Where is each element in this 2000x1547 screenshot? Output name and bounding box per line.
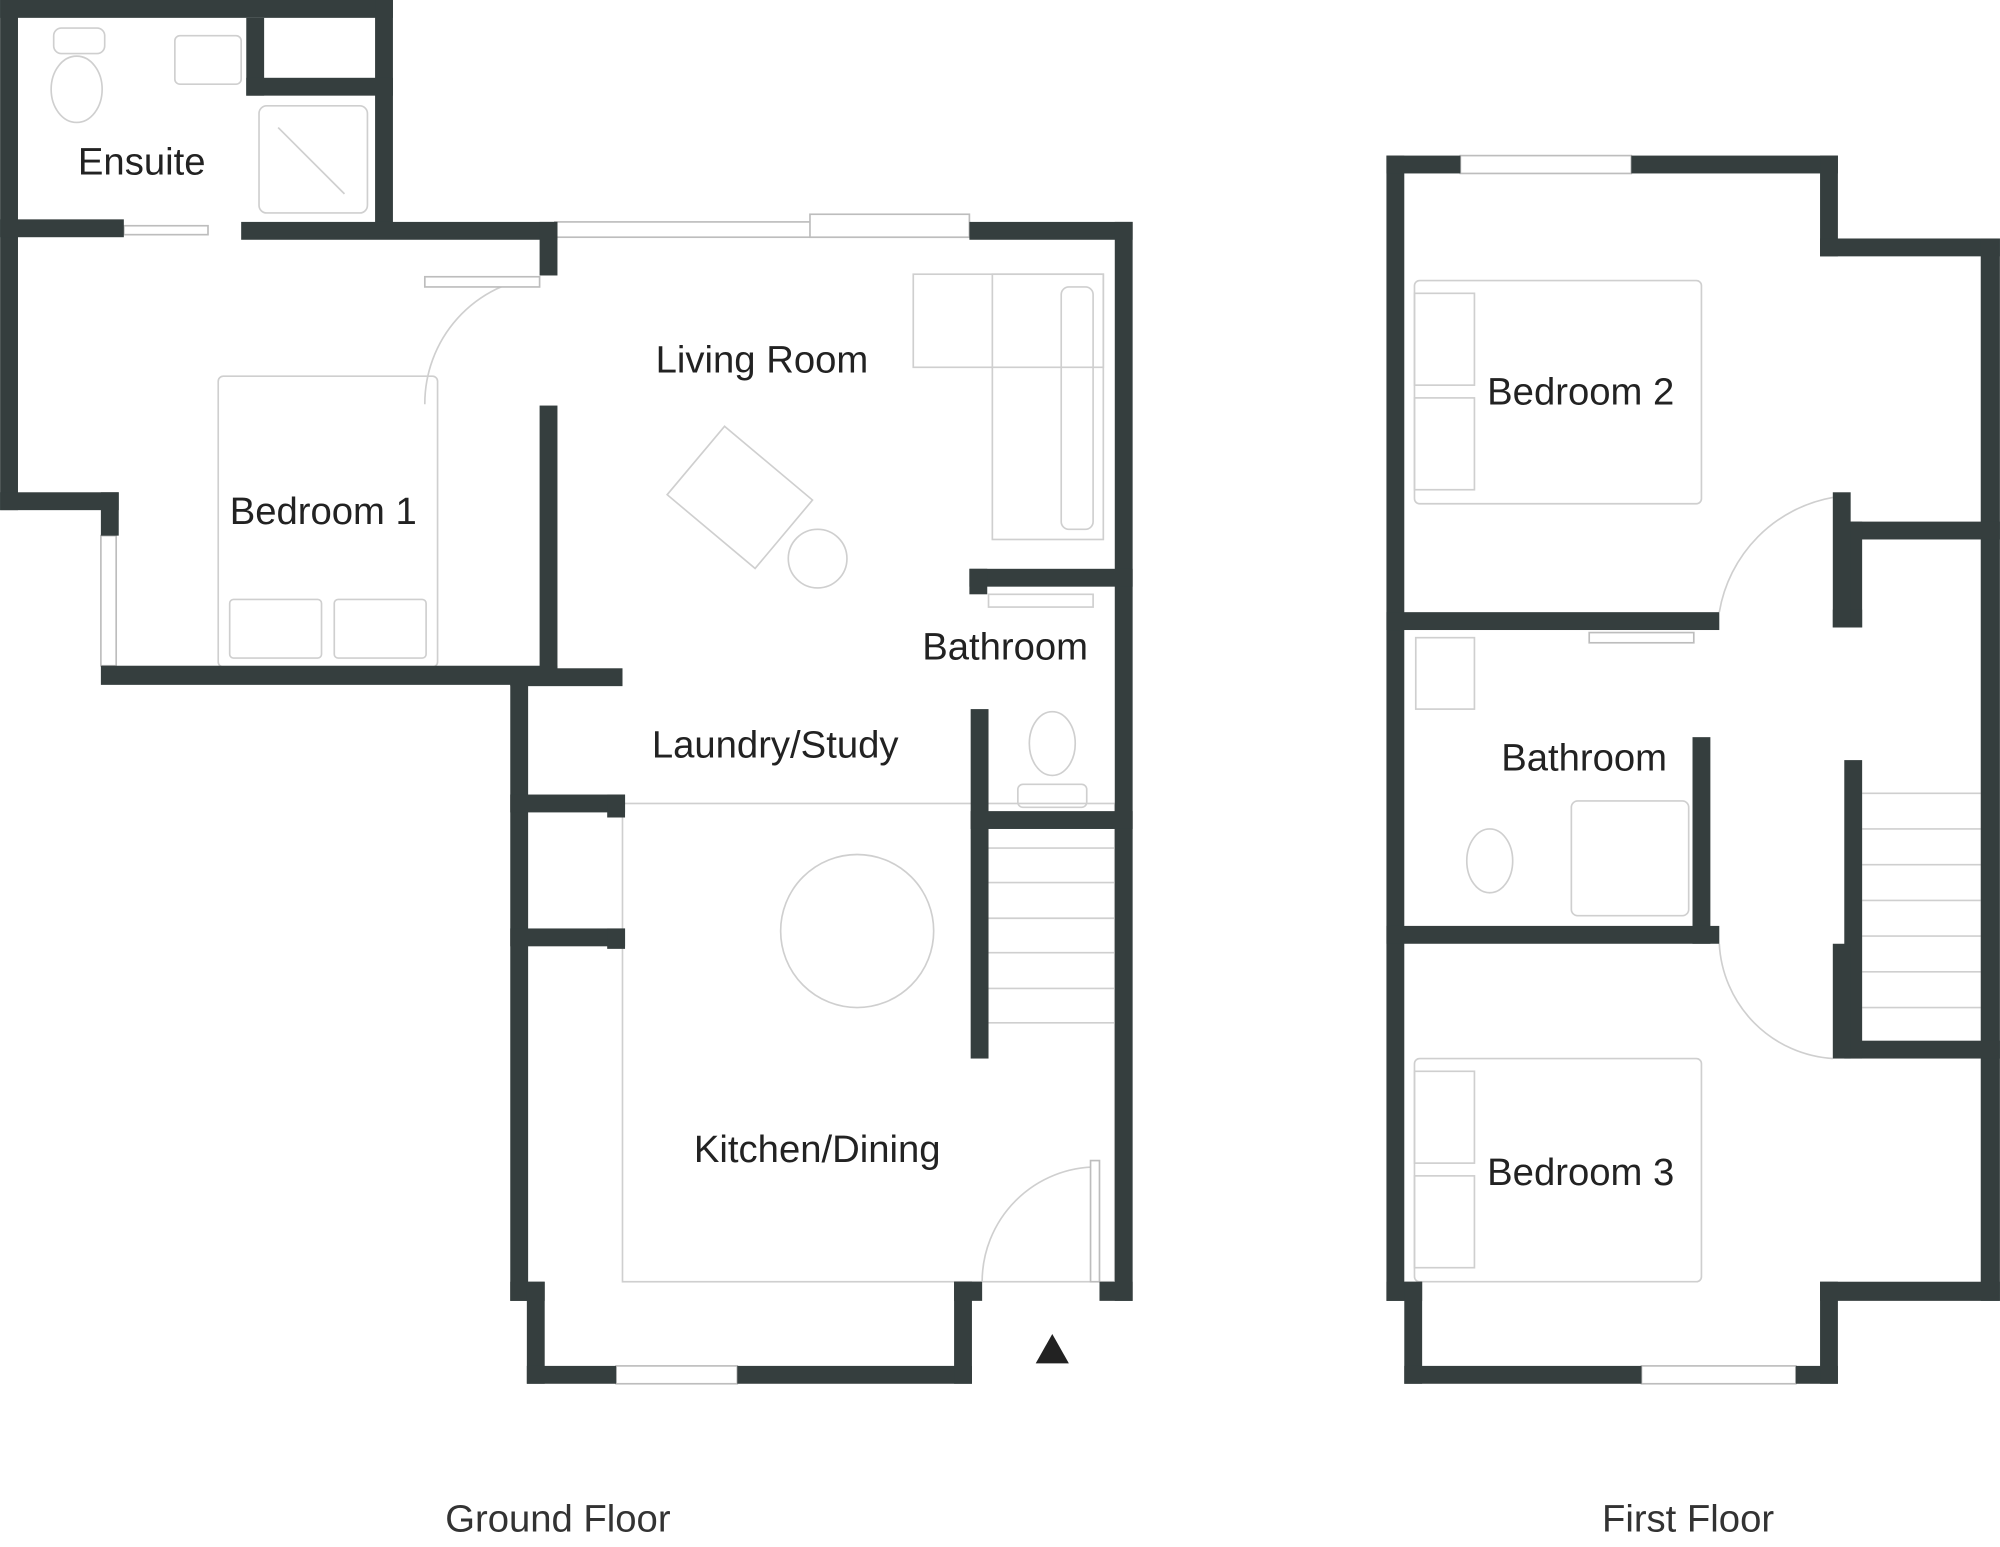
shower-line [277, 126, 346, 195]
bath-vanity [987, 593, 1094, 608]
window [100, 534, 118, 667]
door-leaf [123, 224, 209, 236]
entrance-triangle-icon [1035, 1334, 1069, 1364]
pillow [333, 598, 427, 659]
sofa-cushions [1060, 286, 1094, 531]
room-label-ensuite: Ensuite [78, 141, 206, 184]
room-label-bathroom-ground: Bathroom [922, 625, 1088, 668]
ground-floor-title: Ground Floor [445, 1498, 671, 1541]
bed-2 [1413, 279, 1703, 505]
cistern [1017, 783, 1088, 809]
door-swing [981, 1166, 1097, 1282]
room-label-bedroom-1: Bedroom 1 [230, 490, 417, 533]
windows [100, 154, 1797, 1385]
ensuite-sink [174, 34, 242, 86]
window [615, 1365, 739, 1385]
door-leaf [1588, 631, 1695, 644]
armchair [666, 425, 814, 570]
door-swing [423, 275, 540, 405]
bath-toilet [1465, 828, 1514, 894]
fixtures [50, 27, 1981, 1283]
bath-sink [1414, 636, 1476, 710]
bed-3 [1413, 1057, 1703, 1283]
walls [0, 0, 2000, 1384]
bathroom-toilet [1028, 710, 1077, 777]
dining-table [779, 853, 935, 1009]
bath-shower [1570, 800, 1690, 917]
room-label-laundry-study: Laundry/Study [652, 724, 900, 767]
door-swing [1718, 943, 1833, 1060]
sofa [912, 273, 1105, 369]
room-label-kitchen-dining: Kitchen/Dining [694, 1128, 941, 1171]
kitchen-floor [621, 802, 1116, 1283]
window [809, 213, 971, 239]
room-label-bedroom-2: Bedroom 2 [1487, 370, 1674, 413]
pillow [1413, 292, 1476, 386]
sofa-chaise [991, 273, 1105, 541]
room-label-bathroom-first: Bathroom [1501, 736, 1667, 779]
ensuite-cistern [52, 27, 106, 55]
room-label-bedroom-3: Bedroom 3 [1487, 1151, 1674, 1194]
stairs-ground [988, 847, 1115, 1024]
door-leaf [1089, 1159, 1101, 1283]
window [1459, 154, 1633, 175]
ensuite-shower [258, 105, 369, 214]
door-swing [1718, 496, 1833, 613]
door-leaf [423, 275, 541, 288]
pillow [1413, 1070, 1476, 1164]
ensuite-toilet [50, 55, 103, 124]
pillow [228, 598, 323, 659]
pillow [1413, 397, 1476, 491]
room-label-living-room: Living Room [656, 338, 869, 381]
window [1640, 1365, 1797, 1385]
stairs-first [1862, 792, 1981, 1009]
side-table [787, 528, 848, 589]
first-floor-title: First Floor [1602, 1498, 1774, 1541]
pillow [1413, 1175, 1476, 1269]
